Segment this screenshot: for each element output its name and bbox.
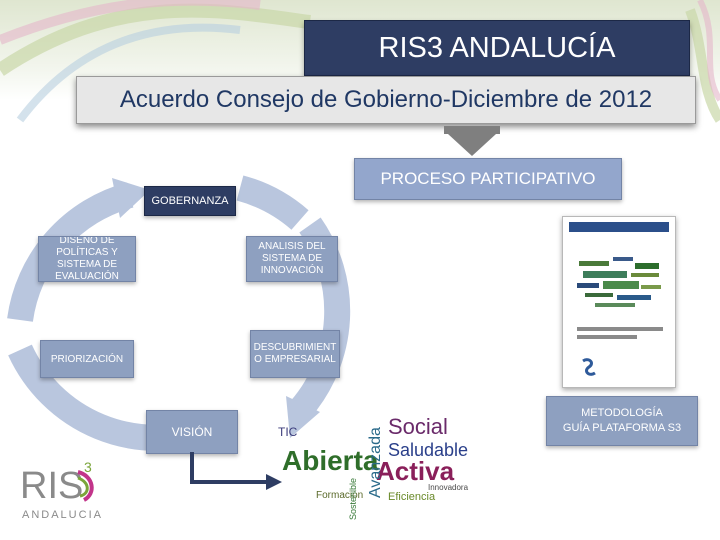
priorizacion-box: PRIORIZACIÓN — [40, 340, 134, 378]
subtitle-banner: Acuerdo Consejo de Gobierno-Diciembre de… — [76, 76, 696, 124]
metodologia-line-2: GUÍA PLATAFORMA S3 — [562, 422, 682, 434]
down-arrow-icon — [444, 126, 500, 156]
logo-ris-text: RIS — [20, 465, 83, 507]
descubrimiento-box: DESCUBRIMIENT O EMPRESARIAL — [250, 330, 340, 378]
document-word-cloud-image — [577, 257, 661, 307]
metodologia-label: METODOLOGÍA GUÍA PLATAFORMA S3 — [546, 396, 698, 446]
decorative-swirls — [0, 0, 720, 123]
word-eficiencia: Eficiencia — [388, 491, 436, 503]
word-avanzada: Avanzada — [367, 427, 384, 498]
vision-box: VISIÓN — [146, 410, 238, 454]
logo-swirl-green-icon — [77, 476, 89, 498]
word-abierta: Abierta — [282, 445, 379, 476]
word-formacion: Formación — [316, 490, 363, 501]
word-innovadora: Innovadora — [428, 483, 469, 492]
page-title: RIS3 ANDALUCÍA — [378, 31, 616, 64]
word-social: Social — [388, 414, 448, 439]
metodologia-line-1: METODOLOGÍA — [581, 407, 663, 419]
word-saludable: Saludable — [388, 440, 468, 460]
logo-region-text: ANDALUCIA — [22, 509, 103, 521]
document-title-lines — [577, 327, 663, 339]
title-banner: RIS3 ANDALUCÍA — [304, 20, 690, 76]
guide-document-thumbnail — [562, 216, 676, 388]
logo-superscript: 3 — [84, 459, 92, 475]
analisis-sistema-box: ANALISIS DEL SISTEMA DE INNOVACIÓN — [246, 236, 338, 282]
ris3-andalucia-logo: RIS 3 ANDALUCIA — [20, 459, 103, 521]
logo-swirl-icon — [77, 470, 94, 502]
vision-arrow-icon — [190, 452, 282, 490]
s3-platform-logo-icon — [582, 358, 596, 376]
diseno-politicas-box: DISEÑO DE POLÍTICAS Y SISTEMA DE EVALUAC… — [38, 236, 136, 282]
word-cloud: Abierta Social Saludable Activa Avanzada… — [278, 414, 469, 520]
gobernanza-box: GOBERNANZA — [144, 186, 236, 216]
word-sostenible: Sostenible — [348, 478, 358, 520]
word-tic: TIC — [278, 425, 298, 439]
eu-header-bar — [569, 222, 669, 232]
word-activa: Activa — [376, 456, 455, 486]
proceso-participativo-box: PROCESO PARTICIPATIVO — [354, 158, 622, 200]
